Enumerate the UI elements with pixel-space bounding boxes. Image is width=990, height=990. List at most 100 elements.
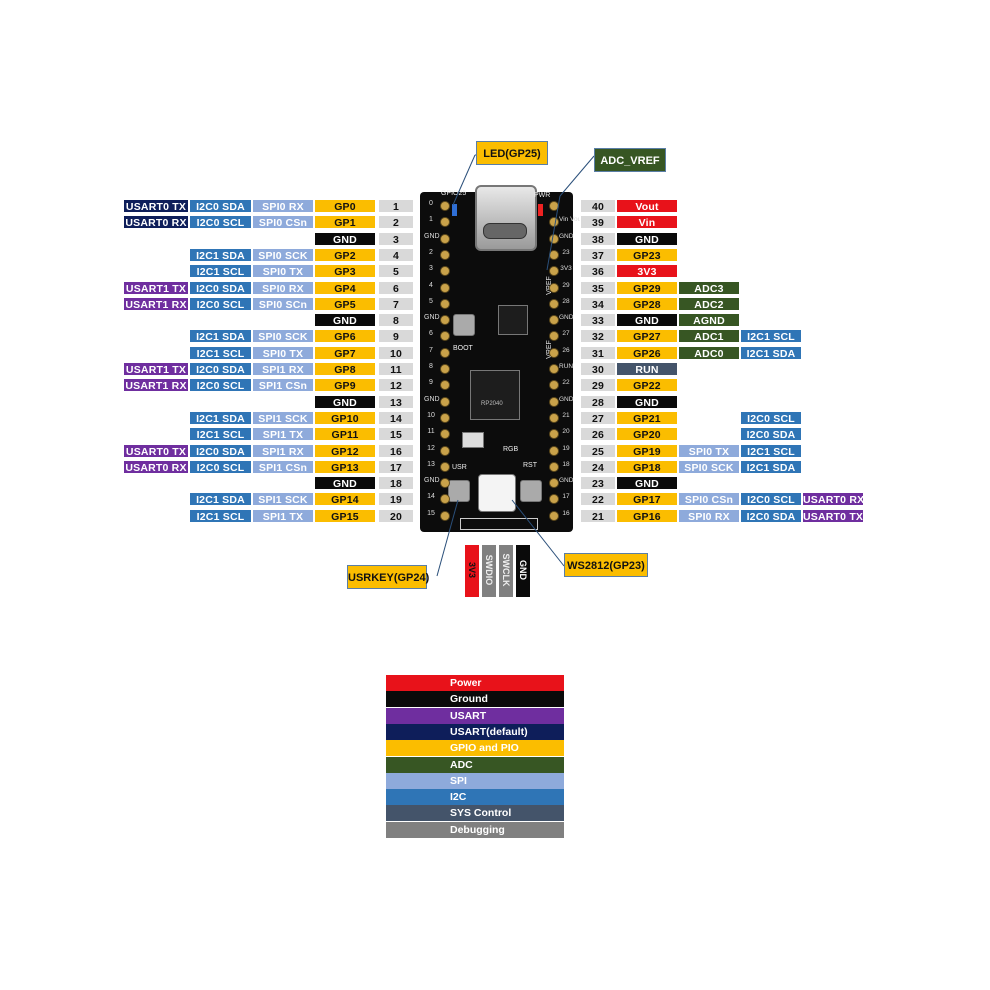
board-pin-label: 14 xyxy=(427,493,435,500)
board-label-pwr: PWR xyxy=(534,192,551,199)
spi-label: SPI0 SCK xyxy=(678,460,740,474)
board-pin-label: 0 xyxy=(429,200,433,207)
led-line-2 xyxy=(452,154,476,206)
pin-number: 3 xyxy=(378,232,414,246)
i2c-label: I2C1 SDA xyxy=(189,248,252,262)
pin-pad xyxy=(549,266,559,276)
spi-label: SPI1 TX xyxy=(252,427,314,441)
legend-label: USART(default) xyxy=(446,723,564,740)
gpio-pin: GP23 xyxy=(616,248,678,262)
pin-number: 35 xyxy=(580,281,616,295)
i2c-label: I2C0 SDA xyxy=(189,281,252,295)
debug-pin-swclk: SWCLK xyxy=(498,544,514,598)
pin-number: 37 xyxy=(580,248,616,262)
gpio-pin: GP18 xyxy=(616,460,678,474)
gpio-pin: GP17 xyxy=(616,492,678,506)
gpio-pin: GP2 xyxy=(314,248,376,262)
legend-item: ADC xyxy=(386,756,564,773)
pin-number: 17 xyxy=(378,460,414,474)
debug-pin-gnd: GND xyxy=(515,544,531,598)
rst-button[interactable] xyxy=(520,480,542,502)
pin-pad xyxy=(549,283,559,293)
pin-number: 13 xyxy=(378,395,414,409)
board-pin-label: 17 xyxy=(562,493,570,500)
gpio-pin: GP6 xyxy=(314,329,376,343)
boot-label: BOOT xyxy=(453,345,473,352)
pin-pad xyxy=(549,413,559,423)
led-blue xyxy=(452,204,457,216)
pin-pad xyxy=(440,217,450,227)
legend-item: SYS Control xyxy=(386,805,564,822)
callout-led: LED(GP25) xyxy=(476,141,548,165)
spi-label: SPI1 CSn xyxy=(252,460,314,474)
usart-label: USART1 TX xyxy=(123,362,189,376)
pin-pad xyxy=(440,348,450,358)
rp2040-chip: RP2040 xyxy=(470,370,520,420)
legend-swatch xyxy=(386,707,446,724)
legend-label: GPIO and PIO xyxy=(446,740,564,757)
pin-number: 32 xyxy=(580,329,616,343)
sys-pin: RUN xyxy=(616,362,678,376)
gpio-pin: GP3 xyxy=(314,264,376,278)
i2c-label: I2C1 SCL xyxy=(189,427,252,441)
i2c-label: I2C1 SCL xyxy=(740,444,802,458)
pin-pad xyxy=(440,250,450,260)
spi-label: SPI0 CSn xyxy=(252,215,314,229)
power-pin: Vout xyxy=(616,199,678,213)
pin-number: 23 xyxy=(580,476,616,490)
ws2812-led xyxy=(478,474,516,512)
i2c-label: I2C1 SCL xyxy=(189,346,252,360)
gpio-pin: GP10 xyxy=(314,411,376,425)
legend-label: SYS Control xyxy=(446,805,564,822)
adc-label: ADC2 xyxy=(678,297,740,311)
spi-label: SPI1 SCK xyxy=(252,411,314,425)
spi-label: SPI1 SCK xyxy=(252,492,314,506)
debug-pin-3v3: 3V3 xyxy=(464,544,480,598)
pin-number: 26 xyxy=(580,427,616,441)
pin-pad xyxy=(440,446,450,456)
usart-label: USART0 TX xyxy=(802,509,864,523)
gpio-pin: GP19 xyxy=(616,444,678,458)
usart-label: USART1 TX xyxy=(123,281,189,295)
i2c-label: I2C0 SCL xyxy=(740,411,802,425)
gpio-pin: GP1 xyxy=(314,215,376,229)
i2c-label: I2C1 SDA xyxy=(189,492,252,506)
board-label-gpio25: GPIO25 xyxy=(441,190,467,197)
usr-button[interactable] xyxy=(448,480,470,502)
board-pin-label: 28 xyxy=(562,298,570,305)
pin-pad xyxy=(549,478,559,488)
legend-swatch xyxy=(386,756,446,773)
pin-pad xyxy=(440,478,450,488)
legend-label: SPI xyxy=(446,772,564,789)
pin-pad xyxy=(440,234,450,244)
gpio-pin: GP4 xyxy=(314,281,376,295)
gpio-pin: GP8 xyxy=(314,362,376,376)
spi-label: SPI0 RX xyxy=(252,199,314,213)
i2c-label: I2C0 SDA xyxy=(189,199,252,213)
boot-button[interactable] xyxy=(453,314,475,336)
ground-pin: GND xyxy=(616,395,678,409)
callout-adc-vref: ADC_VREF xyxy=(594,148,666,172)
board-pin-label: 29 xyxy=(562,282,570,289)
board-pin-label: GND xyxy=(424,477,440,484)
spi-label: SPI0 TX xyxy=(678,444,740,458)
callout-usrkey: USRKEY(GP24) xyxy=(347,565,429,589)
pin-number: 2 xyxy=(378,215,414,229)
spi-label: SPI0 RX xyxy=(678,509,740,523)
pin-pad xyxy=(549,511,559,521)
spi-label: SPI0 TX xyxy=(252,346,314,360)
legend-item: USART(default) xyxy=(386,723,564,740)
board-pin-label: 23 xyxy=(562,249,570,256)
flash-chip xyxy=(498,305,528,335)
usb-c-connector xyxy=(475,185,537,251)
spi-label: SPI0 SCK xyxy=(252,329,314,343)
pin-number: 1 xyxy=(378,199,414,213)
i2c-label: I2C1 SDA xyxy=(740,460,802,474)
board-pin-label: GND xyxy=(424,314,440,321)
spi-label: SPI0 SCn xyxy=(252,297,314,311)
pin-pad xyxy=(549,446,559,456)
pin-number: 15 xyxy=(378,427,414,441)
pin-pad xyxy=(549,348,559,358)
power-pin: 3V3 xyxy=(616,264,678,278)
